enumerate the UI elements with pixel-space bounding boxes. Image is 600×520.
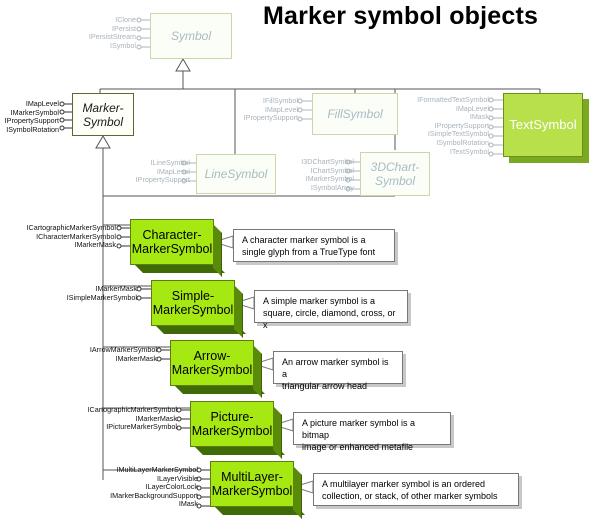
arrow-marker-name-line1: Arrow- — [193, 349, 231, 363]
symbol-interfaces: IClone IPersist IPersistStream ISymbol — [88, 15, 136, 50]
picture-marker-symbol-box: Picture- MarkerSymbol — [190, 401, 274, 447]
picture-marker-name-line1: Picture- — [210, 410, 254, 424]
marker-symbol-lollipops — [59, 101, 72, 131]
simple-marker-callout: A simple marker symbol is a square, circ… — [254, 290, 408, 330]
picture-marker-callout: A picture marker symbol is a bitmap imag… — [293, 412, 451, 452]
multilayer-marker-name-line2: MarkerSymbol — [211, 484, 293, 498]
line-symbol-class-name: LineSymbol — [204, 167, 268, 181]
chart3d-symbol-class-box: 3DChart- Symbol — [360, 152, 430, 196]
marker-symbol-class-box: Marker- Symbol — [72, 93, 134, 136]
fill-symbol-interfaces: IFillSymbol IMapLevel IPropertySupport — [243, 96, 298, 123]
character-marker-symbol-box: Character- MarkerSymbol — [130, 219, 214, 265]
line-symbol-class-box: LineSymbol — [196, 154, 276, 194]
text-symbol-interfaces: IFormattedTextSymbol IMapLevel IMask IPr… — [417, 95, 489, 156]
marker-symbol-interfaces: IMapLevel IMarkerSymbol IPropertySupport… — [4, 99, 59, 134]
picture-marker-name-line2: MarkerSymbol — [191, 424, 273, 438]
simple-marker-symbol-box: Simple- MarkerSymbol — [151, 280, 235, 326]
picture-marker-interfaces: ICartographicMarkerSymbol IMarkerMask IP… — [87, 405, 177, 432]
text-symbol-lollipops — [488, 97, 503, 157]
symbol-class-box: Symbol — [150, 13, 232, 59]
multilayer-marker-name-line1: MultiLayer- — [221, 470, 283, 484]
symbol-class-name: Symbol — [170, 29, 211, 43]
multilayer-marker-callout: A multilayer marker symbol is an ordered… — [313, 473, 519, 506]
fill-symbol-lollipops — [297, 98, 312, 122]
line-symbol-lollipops — [181, 160, 196, 184]
character-marker-callout: A character marker symbol is a single gl… — [233, 229, 395, 262]
simple-marker-interfaces: IMarkerMask ISimpleMarkerSymbol — [66, 284, 137, 302]
arrow-marker-interfaces: IArrowMarkerSymbol IMarkerMask — [89, 345, 157, 363]
diagram-title: Marker symbol objects — [263, 2, 539, 30]
marker-symbol-name-line1: Marker- — [82, 100, 124, 115]
character-marker-name-line1: Character- — [142, 228, 202, 242]
marker-symbol-name-line2: Symbol — [82, 114, 123, 129]
character-marker-name-line2: MarkerSymbol — [131, 242, 213, 256]
multilayer-marker-interfaces: IMultiLayerMarkerSymbol ILayerVisible IL… — [110, 465, 198, 509]
character-marker-interfaces: ICartographicMarkerSymbol ICharacterMark… — [26, 223, 116, 250]
simple-marker-name-line2: MarkerSymbol — [152, 303, 234, 317]
multilayer-marker-symbol-box: MultiLayer- MarkerSymbol — [210, 461, 294, 507]
symbol-lollipops — [136, 17, 150, 50]
text-symbol-class-name: TextSymbol — [509, 117, 577, 132]
chart3d-lollipops — [345, 159, 360, 192]
arrow-marker-symbol-box: Arrow- MarkerSymbol — [170, 340, 254, 386]
fill-symbol-class-box: FillSymbol — [312, 93, 398, 135]
chart3d-name-line2: Symbol — [374, 174, 415, 188]
line-symbol-interfaces: ILineSymbol IMapLevel IPropertySupport — [135, 158, 190, 185]
marker-inheritance-arrow — [95, 135, 111, 149]
marker-inheritance-lines — [102, 148, 395, 480]
coclass-lollipops — [116, 225, 210, 509]
simple-marker-name-line1: Simple- — [171, 289, 215, 303]
arrow-marker-name-line2: MarkerSymbol — [171, 363, 253, 377]
chart3d-name-line1: 3DChart- — [370, 160, 420, 174]
fill-symbol-class-name: FillSymbol — [327, 107, 383, 121]
arrow-marker-callout: An arrow marker symbol is a triangular a… — [273, 351, 403, 391]
text-symbol-class-box: TextSymbol — [503, 93, 583, 157]
chart3d-symbol-interfaces: I3DChartSymbol IChartSymbol IMarkerSymbo… — [301, 157, 354, 192]
symbol-inheritance-arrow — [175, 58, 191, 72]
